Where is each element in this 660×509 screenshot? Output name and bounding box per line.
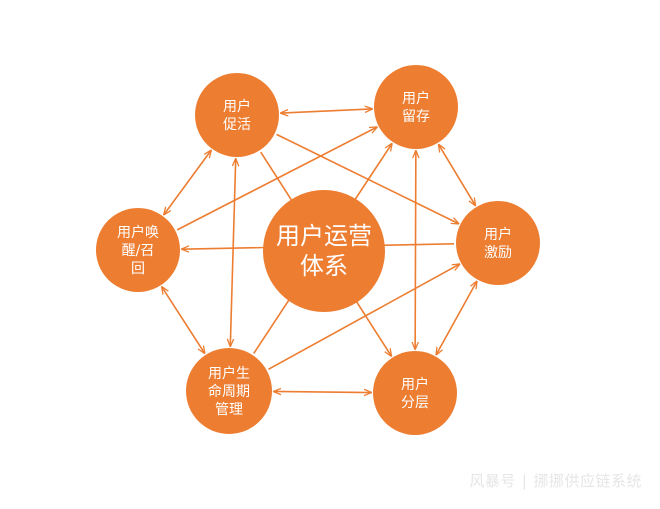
node-circle-jili	[456, 201, 540, 285]
edge-liucun-fenceng	[415, 151, 416, 349]
watermark-separator: |	[521, 472, 528, 490]
node-label-cuhuo-0: 用户	[223, 98, 251, 115]
node-circle-liucun	[374, 65, 458, 149]
node-label-liucun-0: 用户	[402, 90, 430, 107]
edge-huanxing-liucun	[176, 127, 377, 231]
node-label-huanxing-2: 回	[131, 261, 145, 277]
node-circle-fenceng	[373, 351, 457, 435]
node-circle-center	[263, 190, 385, 312]
node-label-shengming-1: 命周期	[208, 383, 250, 400]
edge-shengming-huanxing	[162, 287, 205, 353]
node-label-fenceng-0: 用户	[401, 376, 429, 393]
edge-shengming-jili	[268, 264, 459, 371]
edge-jili-fenceng	[436, 281, 476, 354]
edge-huanxing-cuhuo	[164, 150, 211, 214]
node-circle-huanxing	[96, 208, 180, 292]
edge-cuhuo-liucun	[281, 109, 372, 113]
node-label-shengming-2: 管理	[215, 402, 243, 418]
node-label-huanxing-0: 用户唤	[117, 224, 159, 241]
edge-liucun-jili	[439, 145, 476, 206]
node-circle-cuhuo	[195, 73, 279, 157]
node-label-center-1: 体系	[300, 252, 348, 280]
watermark: 风暴号 | 挪挪供应链系统	[469, 470, 642, 491]
node-label-jili-1: 激励	[484, 244, 512, 261]
node-label-center-0: 用户运营	[276, 222, 372, 250]
watermark-author: 挪挪供应链系统	[533, 472, 642, 490]
node-label-shengming-0: 用户生	[208, 365, 250, 382]
node-label-liucun-1: 留存	[402, 109, 430, 125]
node-label-jili-0: 用户	[484, 226, 512, 243]
node-label-fenceng-1: 分层	[401, 395, 429, 411]
edge-cuhuo-shengming	[230, 159, 235, 346]
edge-cuhuo-jili	[276, 133, 459, 223]
node-label-cuhuo-1: 促活	[223, 117, 251, 133]
edge-fenceng-shengming	[274, 391, 371, 392]
node-circle-shengming	[186, 348, 272, 434]
node-label-huanxing-1: 醒/召	[122, 243, 155, 259]
watermark-source: 风暴号	[469, 472, 516, 490]
